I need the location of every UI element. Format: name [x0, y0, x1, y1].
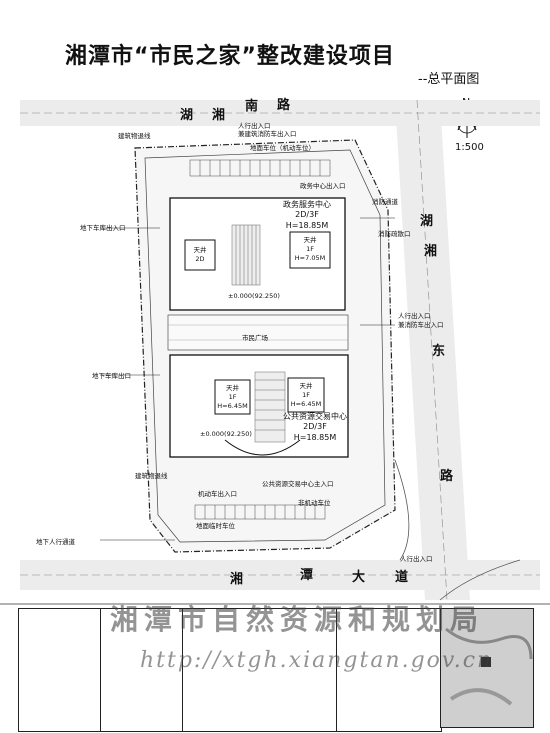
gov-building-floors: 2D/3F	[295, 210, 319, 220]
road-label-top-1: 湖	[180, 108, 196, 123]
label-underground-exit-left2: 地下车库出口	[92, 372, 131, 380]
well-3-label: 天井 1F H=6.45M	[217, 384, 248, 411]
label-motor-entry: 机动车出入口	[198, 490, 237, 498]
gov-building-height: H=18.85M	[285, 220, 329, 230]
well-4-height: H=6.45M	[290, 399, 322, 408]
well-3-height: H=6.45M	[217, 401, 248, 410]
public-stairs	[254, 371, 286, 443]
label-gov-entry: 政务中心出入口	[300, 182, 346, 190]
label-fire-road: 消防通道	[372, 198, 398, 206]
well-3-name: 天井	[226, 384, 239, 392]
gov-building-name: 政务服务中心	[283, 200, 331, 209]
well-1-label: 天井 1F H=7.05M	[292, 236, 328, 263]
label-underground-walk: 地下人行通道	[36, 538, 75, 546]
well-4-label: 天井 1F H=6.45M	[290, 382, 322, 409]
scale-label: 1:500	[455, 142, 484, 153]
watermark-line2: http://xtgh.xiangtan.gov.cn	[140, 648, 494, 673]
title-block-company	[18, 608, 102, 732]
road-right	[395, 100, 470, 600]
public-building-floors: 2D/3F	[303, 422, 327, 432]
label-citizen-square: 市民广场	[242, 334, 268, 342]
leader-lines	[100, 217, 395, 541]
page-title: 湘潭市“市民之家”整改建设项目	[65, 44, 395, 69]
public-building-label: 公共资源交易中心 2D/3F H=18.85M	[280, 412, 350, 443]
label-elev-bottom: ±0.000(92.250)	[200, 430, 252, 438]
parking-stalls-bottom	[194, 504, 326, 520]
label-pedestrian-bottom: 人行出入口	[400, 555, 433, 563]
label-fire-entry-top: 兼建筑消防车出入口	[238, 130, 297, 138]
well-1-name: 天井	[303, 236, 317, 244]
label-building-line-bottom: 建筑物退线	[135, 472, 168, 480]
label-elev-top: ±0.000(92.250)	[228, 292, 280, 300]
road-label-bottom-4: 道	[395, 570, 411, 585]
well-1-floors: 1F	[306, 244, 314, 253]
public-building-name: 公共资源交易中心	[283, 412, 347, 421]
label-public-entry: 公共资源交易中心主入口	[262, 480, 334, 488]
road-label-right-1: 湖	[420, 214, 436, 229]
label-parking-top: 地面车位（机动车位）	[250, 144, 315, 152]
gov-building-label: 政务服务中心 2D/3F H=18.85M	[272, 200, 342, 231]
label-fire-right: 兼消防车出入口	[398, 321, 444, 329]
title-block-notes	[336, 608, 442, 732]
location-map-image	[441, 609, 533, 727]
label-parking-bottom: 地面临时车位	[196, 522, 235, 530]
road-label-top-2: 湘	[212, 108, 228, 123]
road-label-bottom-1: 湘	[230, 572, 246, 587]
road-label-top-3: 南	[245, 99, 261, 114]
road-label-right-2: 湘	[424, 244, 440, 259]
label-pedestrian-right: 人行出入口	[398, 312, 431, 320]
well-4-floors: 1F	[302, 390, 310, 399]
label-bike-park: 非机动车位	[298, 499, 331, 507]
page-subtitle: --总平面图	[418, 72, 480, 87]
road-label-bottom-2: 潭	[300, 568, 316, 583]
road-label-top-4: 路	[277, 98, 293, 113]
well-1-height: H=7.05M	[294, 253, 326, 262]
well-2-floors: 2D	[195, 254, 205, 263]
label-pedestrian-entry-top: 人行出入口	[238, 122, 271, 130]
well-4-name: 天井	[299, 382, 313, 390]
label-underground-exit-left: 地下车库出入口	[80, 224, 126, 232]
building-setback-line	[144, 149, 386, 543]
road-label-bottom-3: 大	[352, 570, 368, 585]
citizen-square-area	[167, 314, 349, 351]
label-building-line-top: 建筑物退线	[118, 132, 151, 140]
road-label-right-4: 路	[440, 469, 456, 484]
well-2-label: 天井 2D	[187, 246, 213, 264]
watermark-line1: 湘潭市自然资源和规划局	[110, 603, 485, 636]
title-block-project	[100, 608, 184, 732]
well-2-name: 天井	[193, 246, 207, 254]
location-map-inset	[440, 608, 534, 728]
public-building-height: H=18.85M	[293, 432, 337, 442]
gov-stairs	[231, 224, 261, 286]
parking-stalls-top	[189, 159, 331, 177]
road-label-right-3: 东	[432, 344, 448, 359]
label-fire-escape: 消防疏散口	[378, 230, 411, 238]
well-3-floors: 1F	[228, 392, 237, 401]
